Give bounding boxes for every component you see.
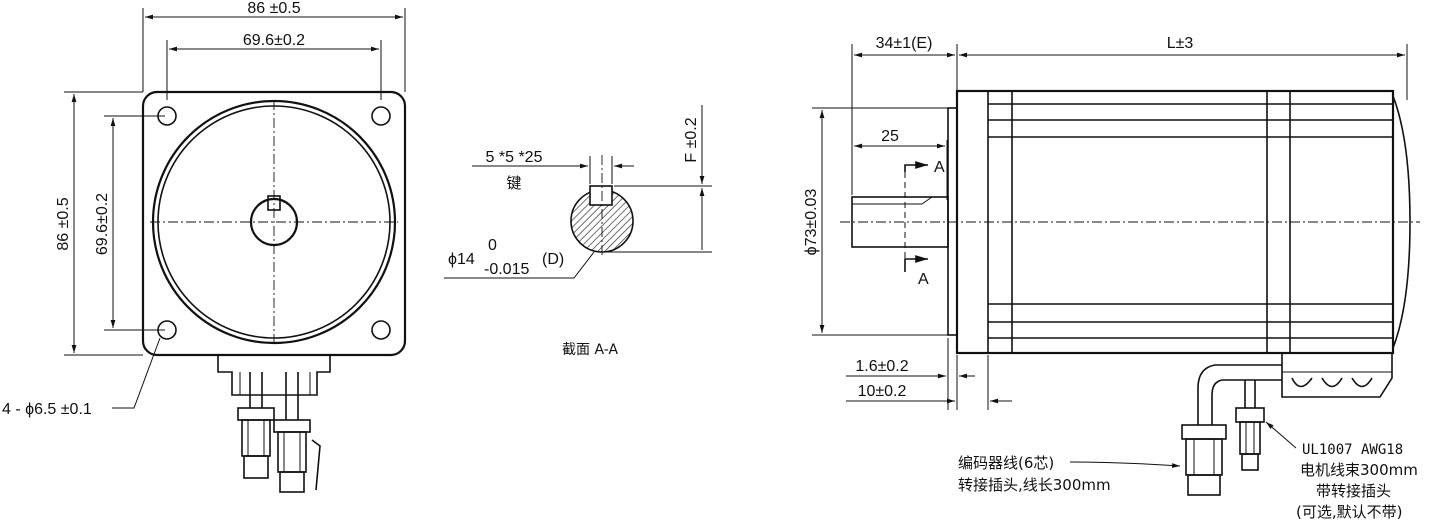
front-view: 86 ±0.5 69.6±0.2 86 ±0.5 69.6±0.2 4 - ϕ6… (2, 0, 407, 493)
dim-width-holes: 69.6±0.2 (243, 32, 305, 49)
encoder-note-line1: 编码器线(6芯) (958, 454, 1054, 472)
dim-step2: 10±0.2 (858, 383, 907, 400)
motor-note-line2: 电机线束300mm (1300, 461, 1418, 479)
shaft-tol-upper: 0 (488, 237, 497, 254)
shaft-dia: ϕ14 (448, 251, 475, 268)
flat-dim: F ±0.2 (683, 117, 700, 162)
dim-step1: 1.6±0.2 (855, 358, 908, 375)
section-view: 5 *5 *25 键 F ±0.2 ϕ14 0 -0.015 (D) 截面 A-… (444, 105, 712, 358)
side-view: 34±1(E) L±3 25 ϕ73±0.03 A A (803, 35, 1420, 496)
key-dim: 5 *5 *25 (486, 149, 543, 166)
dim-shaft: 25 (881, 128, 899, 145)
mount-holes-label: 4 - ϕ6.5 ±0.1 (2, 401, 92, 418)
shaft-tol-code: (D) (542, 251, 564, 268)
dim-height-holes: 69.6±0.2 (94, 193, 111, 255)
section-mark-top: A (934, 159, 945, 176)
dim-height-outer: 86 ±0.5 (55, 197, 72, 250)
section-caption: 截面 A-A (562, 342, 618, 358)
motor-note-line4: (可选,默认不带) (1296, 503, 1402, 521)
motor-note-line1: UL1007 AWG18 (1302, 442, 1403, 458)
section-mark-bottom: A (918, 271, 929, 288)
dim-flange: 34±1(E) (876, 35, 933, 52)
notes: 编码器线(6芯) 转接插头,线长300mm UL1007 AWG18 电机线束3… (958, 442, 1418, 521)
motor-note-line3: 带转接插头 (1316, 482, 1391, 500)
dim-width-outer: 86 ±0.5 (247, 0, 300, 17)
dim-pilot: ϕ73±0.03 (803, 189, 820, 256)
key-label: 键 (506, 174, 521, 192)
shaft-tol-lower: -0.015 (484, 261, 529, 278)
encoder-note-line2: 转接插头,线长300mm (958, 476, 1111, 494)
dim-length: L±3 (1167, 35, 1194, 52)
